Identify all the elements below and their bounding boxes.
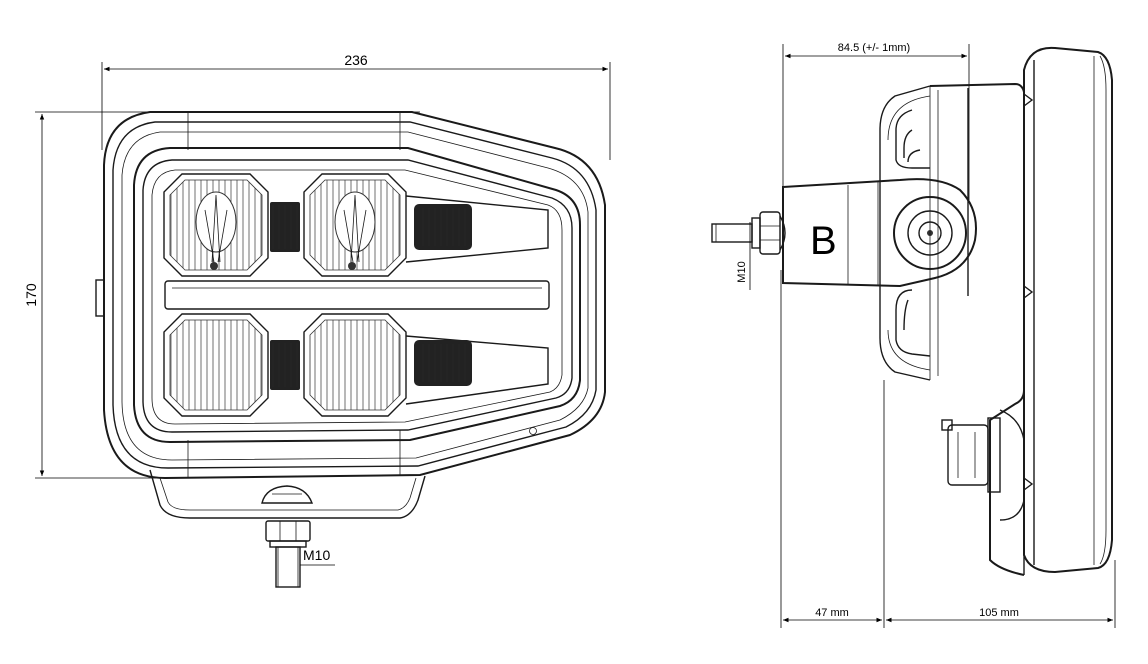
front-view: 236 170 <box>23 52 611 588</box>
side-housing <box>929 46 1113 576</box>
side-bracket: B <box>782 178 977 288</box>
depth-label: 84.5 (+/- 1mm) <box>838 42 910 54</box>
width-dimension: 236 <box>101 52 611 160</box>
width-label: 236 <box>344 52 368 68</box>
bracket-depth-label: 47 mm <box>815 607 849 619</box>
side-thread-label: M10 <box>736 261 748 282</box>
side-bolt: M10 <box>711 211 786 290</box>
light-bar <box>164 280 550 310</box>
side-view: 84.5 (+/- 1mm) 47 mm 105 mm M10 <box>711 42 1116 628</box>
lens-frame <box>133 147 581 444</box>
front-mount-bracket: M10 <box>149 469 426 588</box>
height-label: 170 <box>23 283 39 307</box>
side-heatsink <box>879 85 939 381</box>
side-connector <box>941 409 1025 521</box>
height-dimension: 170 <box>23 111 420 479</box>
upper-led-modules <box>163 173 549 277</box>
housing-outline <box>103 111 606 480</box>
lower-led-modules <box>163 313 549 417</box>
bottom-dimensions: 47 mm 105 mm <box>780 270 1116 628</box>
housing-depth-label: 105 mm <box>979 607 1019 619</box>
bracket-letter-b: B <box>810 219 837 263</box>
front-thread-label: M10 <box>303 547 330 563</box>
depth-dimension: 84.5 (+/- 1mm) <box>782 42 970 200</box>
